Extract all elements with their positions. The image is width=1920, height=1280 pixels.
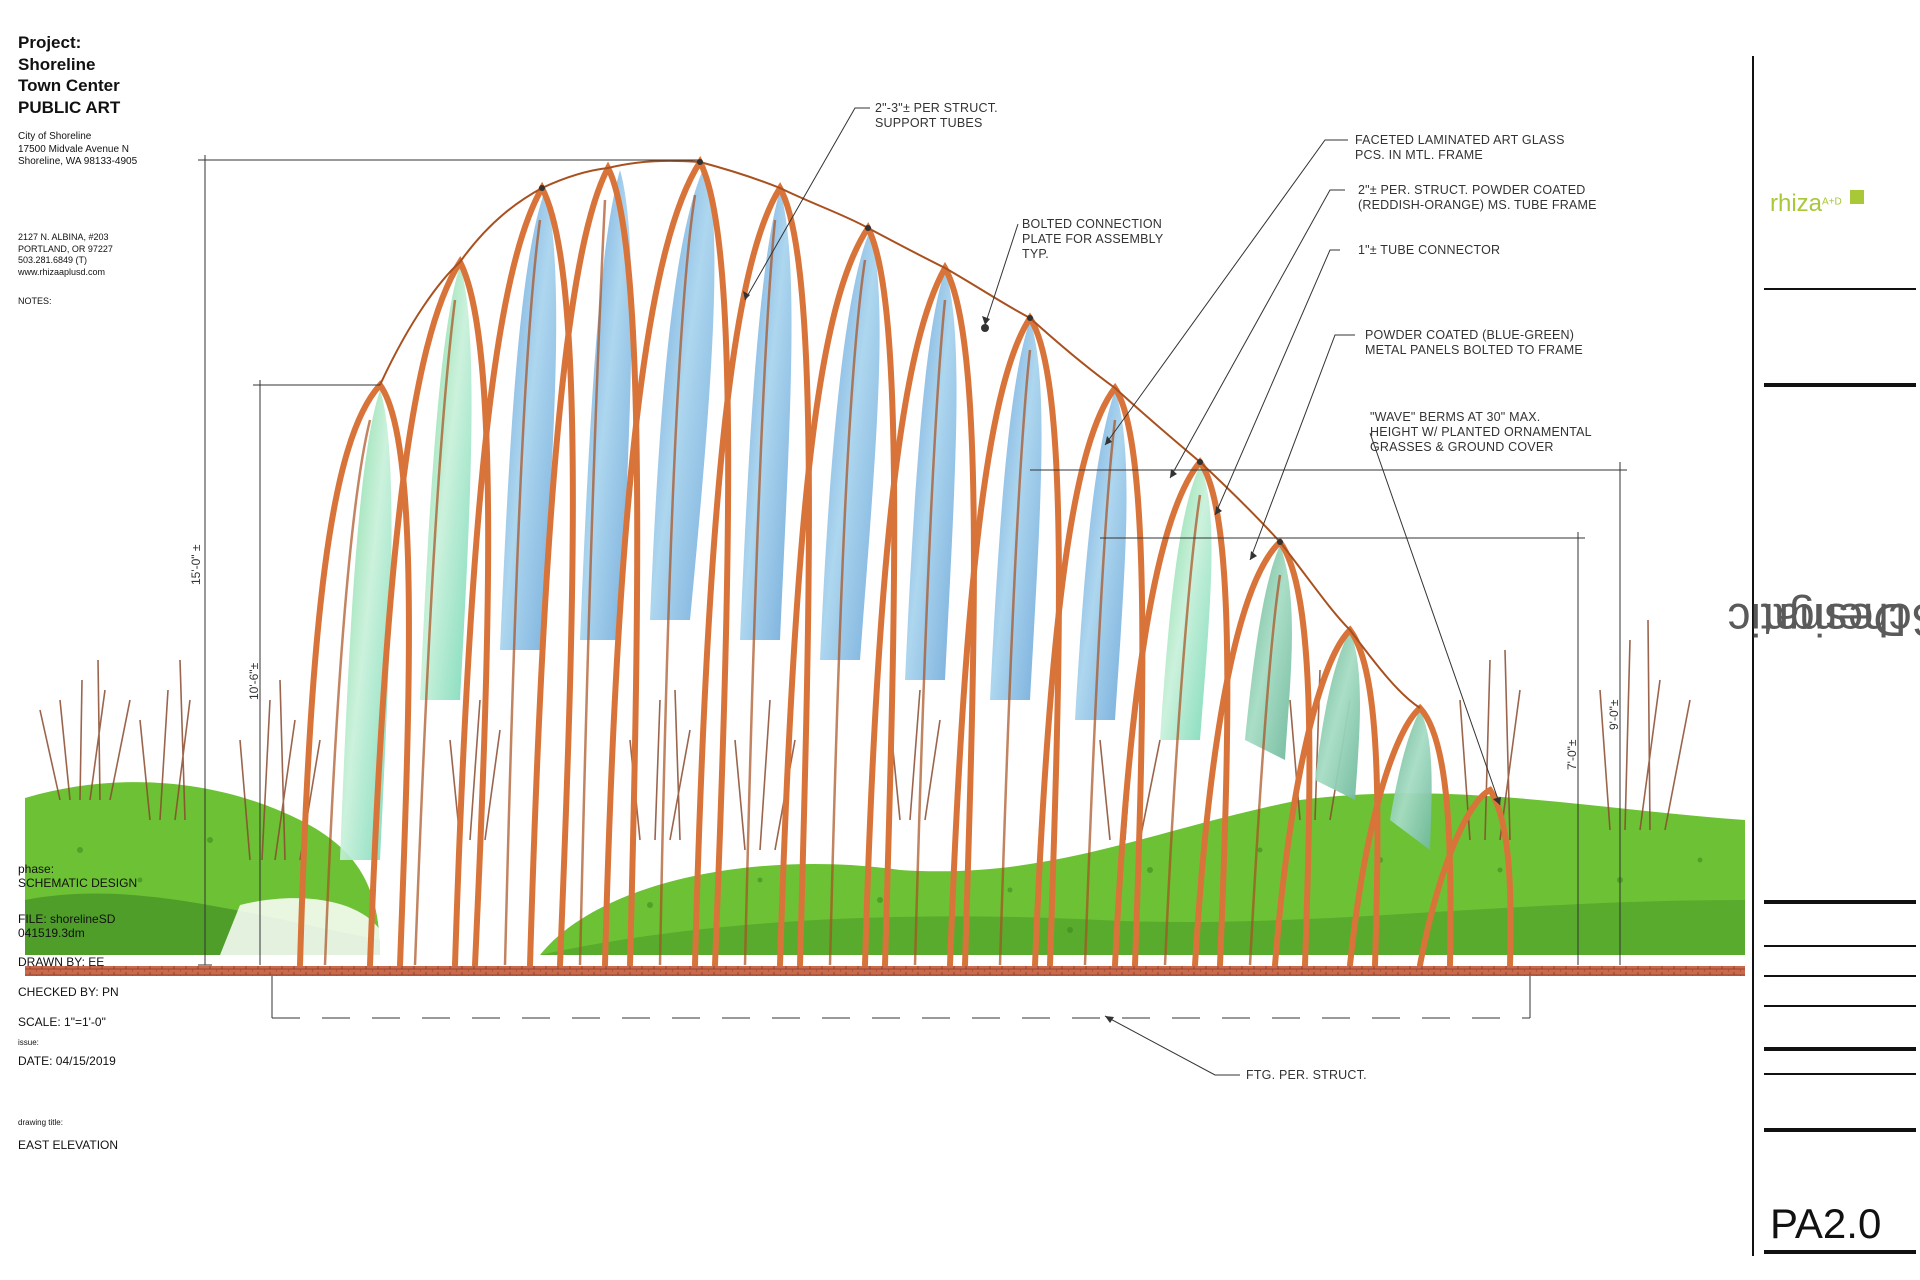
checked-by: CHECKED BY: PN bbox=[18, 985, 119, 999]
firm-name: rhiza bbox=[1770, 190, 1823, 217]
issue-date: DATE: 04/15/2019 bbox=[18, 1054, 116, 1068]
divider bbox=[1764, 945, 1916, 947]
divider bbox=[1764, 1250, 1916, 1254]
callout-wave-berms: "WAVE" BERMS AT 30" MAX. HEIGHT W/ PLANT… bbox=[1370, 410, 1595, 454]
bolted-plates bbox=[539, 159, 1283, 545]
wave-berms bbox=[25, 782, 1745, 955]
callout-leaders bbox=[744, 107, 1501, 1076]
phase-watermark: Schematic Design bbox=[1727, 594, 1920, 646]
dim-height-right: 9'-0"± bbox=[1607, 699, 1621, 730]
divider bbox=[1764, 288, 1916, 290]
file-name: FILE: shorelineSD 041519.3dm bbox=[18, 912, 116, 940]
dim-height-inner: 10'-6"± bbox=[247, 662, 261, 700]
divider bbox=[1764, 1047, 1916, 1051]
divider bbox=[1764, 1005, 1916, 1007]
callout-support-tubes: 2"-3"± PER STRUCT. SUPPORT TUBES bbox=[875, 101, 1002, 130]
dim-height-left: 15'-0" ± bbox=[189, 544, 203, 585]
callout-footing: FTG. PER. STRUCT. bbox=[1246, 1068, 1367, 1082]
divider bbox=[1764, 1128, 1916, 1132]
divider bbox=[1764, 900, 1916, 904]
dimension-lines bbox=[198, 155, 1627, 966]
title-block bbox=[1752, 56, 1906, 1256]
sheet-number: PA2.0 bbox=[1770, 1200, 1882, 1247]
notes-label: NOTES: bbox=[18, 296, 52, 306]
project-title: Project: Shoreline Town Center PUBLIC AR… bbox=[18, 33, 121, 117]
divider bbox=[1764, 975, 1916, 977]
drawn-by: DRAWN BY: EE bbox=[18, 955, 105, 969]
art-glass-panels bbox=[340, 165, 1432, 860]
drawing-title-label: drawing title: bbox=[18, 1118, 63, 1127]
divider bbox=[1764, 383, 1916, 387]
firm-address: 2127 N. ALBINA, #203 PORTLAND, OR 97227 … bbox=[18, 232, 113, 277]
callout-tube-frame: 2"± PER. STRUCT. POWDER COATED (REDDISH-… bbox=[1358, 183, 1597, 212]
issue-label: issue: bbox=[18, 1038, 39, 1047]
scale: SCALE: 1"=1'-0" bbox=[18, 1015, 106, 1029]
brick-base bbox=[25, 966, 1745, 976]
callout-bolted-plate: BOLTED CONNECTION PLATE FOR ASSEMBLY TYP… bbox=[1022, 217, 1167, 261]
client-address: City of Shoreline 17500 Midvale Avenue N… bbox=[18, 131, 138, 167]
leader-arrows bbox=[743, 291, 1501, 1023]
callout-tube-connector: 1"± TUBE CONNECTOR bbox=[1358, 243, 1500, 257]
firm-suffix: A+D bbox=[1822, 196, 1842, 208]
drawing-title: EAST ELEVATION bbox=[18, 1138, 119, 1152]
footing-outline bbox=[271, 976, 1531, 1019]
divider bbox=[1764, 1073, 1916, 1075]
callout-metal-panels: POWDER COATED (BLUE-GREEN) METAL PANELS … bbox=[1365, 328, 1583, 357]
dim-height-right-inner: 7'-0"± bbox=[1565, 739, 1579, 770]
phase-label: phase: bbox=[18, 862, 55, 876]
callout-art-glass: FACETED LAMINATED ART GLASS PCS. IN MTL.… bbox=[1355, 133, 1568, 162]
support-tubes bbox=[323, 194, 1282, 966]
logo-squares-icon bbox=[1850, 190, 1865, 204]
elevation-drawing: 15'-0" ± 10'-6"± 9'-0"± 7'-0"± 2"-3"± PE… bbox=[25, 101, 1745, 1082]
firm-logo: rhizaA+D bbox=[1770, 190, 1880, 230]
phase-value: SCHEMATIC DESIGN bbox=[18, 876, 138, 890]
